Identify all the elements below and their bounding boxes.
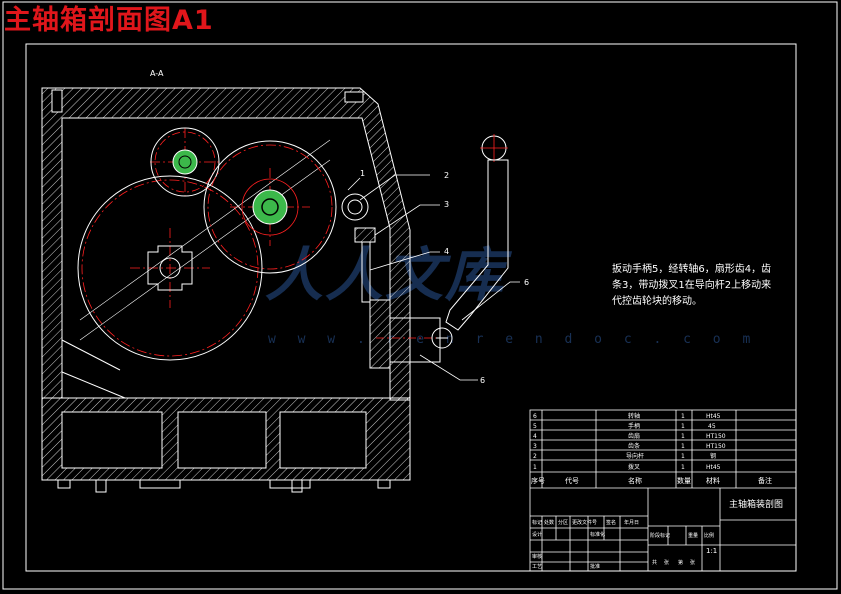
header-cell: 名称 [628, 476, 642, 485]
title-block [529, 409, 797, 572]
row-no: 5 [533, 423, 537, 430]
section-label: A-A [150, 69, 164, 78]
page-title: 主轴箱剖面图A1 [4, 5, 214, 36]
shift-mechanism [341, 193, 441, 369]
header-cell: 序号 [531, 476, 545, 485]
row-material: Ht45 [706, 464, 721, 471]
sign-label: 年月日 [624, 519, 639, 526]
callout-1: 1 [360, 169, 365, 178]
drawing-name: 主轴箱装剖图 [729, 498, 783, 510]
row-name: 齿条 [628, 442, 640, 450]
row-material: 钢 [710, 452, 716, 460]
role-label: 工艺 [532, 564, 542, 570]
callout-3: 3 [444, 200, 449, 209]
row-material: HT150 [706, 433, 726, 440]
stage-label: 阶段标记 [650, 532, 670, 539]
header-cell: 备注 [758, 476, 772, 485]
sign-label: 更改文件号 [572, 519, 597, 526]
row-material: 45 [708, 423, 716, 430]
role-label: 批准 [590, 563, 600, 570]
middle-gear [203, 140, 337, 274]
row-name: 转轴 [628, 412, 640, 420]
header-cell: 材料 [706, 476, 720, 485]
row-name: 导向杆 [626, 452, 644, 460]
sign-label: 分区 [558, 519, 568, 526]
row-no: 1 [533, 464, 537, 471]
callout-6a: 6 [524, 278, 529, 287]
stage-label: 重量 [688, 532, 698, 539]
row-name: 拨叉 [628, 463, 640, 471]
row-qty: 1 [681, 453, 685, 460]
row-no: 4 [533, 433, 537, 440]
row-qty: 1 [681, 413, 685, 420]
role-label: 标准化 [590, 531, 605, 538]
row-no: 6 [533, 413, 537, 420]
assembly-note: 扳动手柄5，经转轴6，扇形齿4，齿条3，带动拨叉1在导向杆2上移动来代控齿轮块的… [612, 264, 772, 307]
sheet-label: 第 [678, 559, 683, 566]
large-gear [77, 139, 331, 361]
sign-label: 处数 [544, 519, 554, 526]
row-no: 2 [533, 453, 537, 460]
callout-6b: 6 [480, 376, 485, 385]
small-gear [150, 127, 220, 197]
stage-label: 比例 [704, 532, 714, 539]
leader-lines [347, 174, 520, 381]
sign-label: 标记 [532, 519, 542, 526]
handle-lever [431, 134, 509, 349]
sheet-label: 张 [690, 559, 695, 566]
row-qty: 1 [681, 423, 685, 430]
row-name: 齿扇 [628, 432, 640, 440]
inner-border [25, 43, 797, 572]
row-no: 3 [533, 443, 537, 450]
scale-value: 1:1 [706, 547, 717, 555]
row-material: HT150 [706, 443, 726, 450]
row-qty: 1 [681, 433, 685, 440]
header-cell: 代号 [565, 476, 579, 485]
role-label: 设计 [532, 531, 542, 538]
housing [41, 87, 411, 493]
row-qty: 1 [681, 464, 685, 471]
sheet-label: 共 [652, 559, 657, 566]
role-label: 审核 [532, 553, 542, 560]
header-cell: 数量 [677, 476, 691, 485]
callout-4: 4 [444, 247, 449, 256]
row-material: Ht45 [706, 413, 721, 420]
sign-label: 签名 [606, 519, 616, 526]
sheet-label: 张 [664, 559, 669, 566]
callout-2: 2 [444, 171, 449, 180]
row-qty: 1 [681, 443, 685, 450]
watermark-text: 人人文库 [265, 241, 506, 309]
row-name: 手柄 [628, 422, 640, 430]
